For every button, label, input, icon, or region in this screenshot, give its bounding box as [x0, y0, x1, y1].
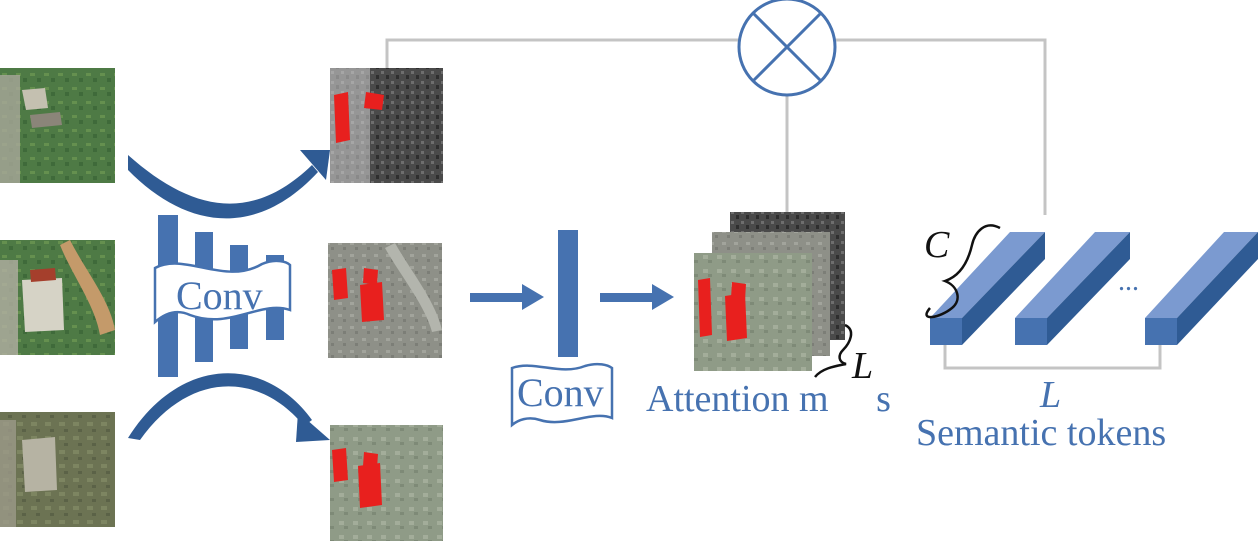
input-image-1 [0, 68, 115, 183]
feature-image-1 [330, 68, 443, 183]
conv-banner [153, 259, 292, 325]
input-image-3 [0, 412, 115, 527]
curved-arrow-top [128, 150, 330, 219]
encoder-conv-label: Conv [176, 273, 263, 318]
attention-map-stack [694, 212, 845, 371]
arrow-to-conv [470, 284, 544, 310]
small-conv-banner [510, 362, 614, 428]
feature-image-3 [330, 425, 443, 541]
channel-dim-label: C [924, 224, 950, 266]
arrow-to-maps [600, 284, 674, 310]
circled-times-icon [737, 0, 837, 97]
connector-lines [385, 38, 1162, 370]
token-ellipsis: ... [1118, 266, 1139, 297]
semantic-tokens-label: Semantic tokens [916, 412, 1167, 454]
maps-count-label: L [852, 345, 874, 387]
semantic-token-3 [1145, 232, 1258, 345]
small-conv-layer [558, 230, 578, 357]
brace-L-maps [814, 323, 853, 378]
curved-arrow-bottom [128, 373, 330, 442]
input-image-2 [0, 240, 115, 355]
tokens-count-label: L [1040, 374, 1062, 416]
attention-maps-label: Attention m s [646, 378, 891, 420]
brace-C [925, 224, 1001, 319]
small-conv-label: Conv [517, 370, 604, 415]
semantic-token-2 [1015, 232, 1130, 345]
feature-image-2 [328, 243, 442, 358]
